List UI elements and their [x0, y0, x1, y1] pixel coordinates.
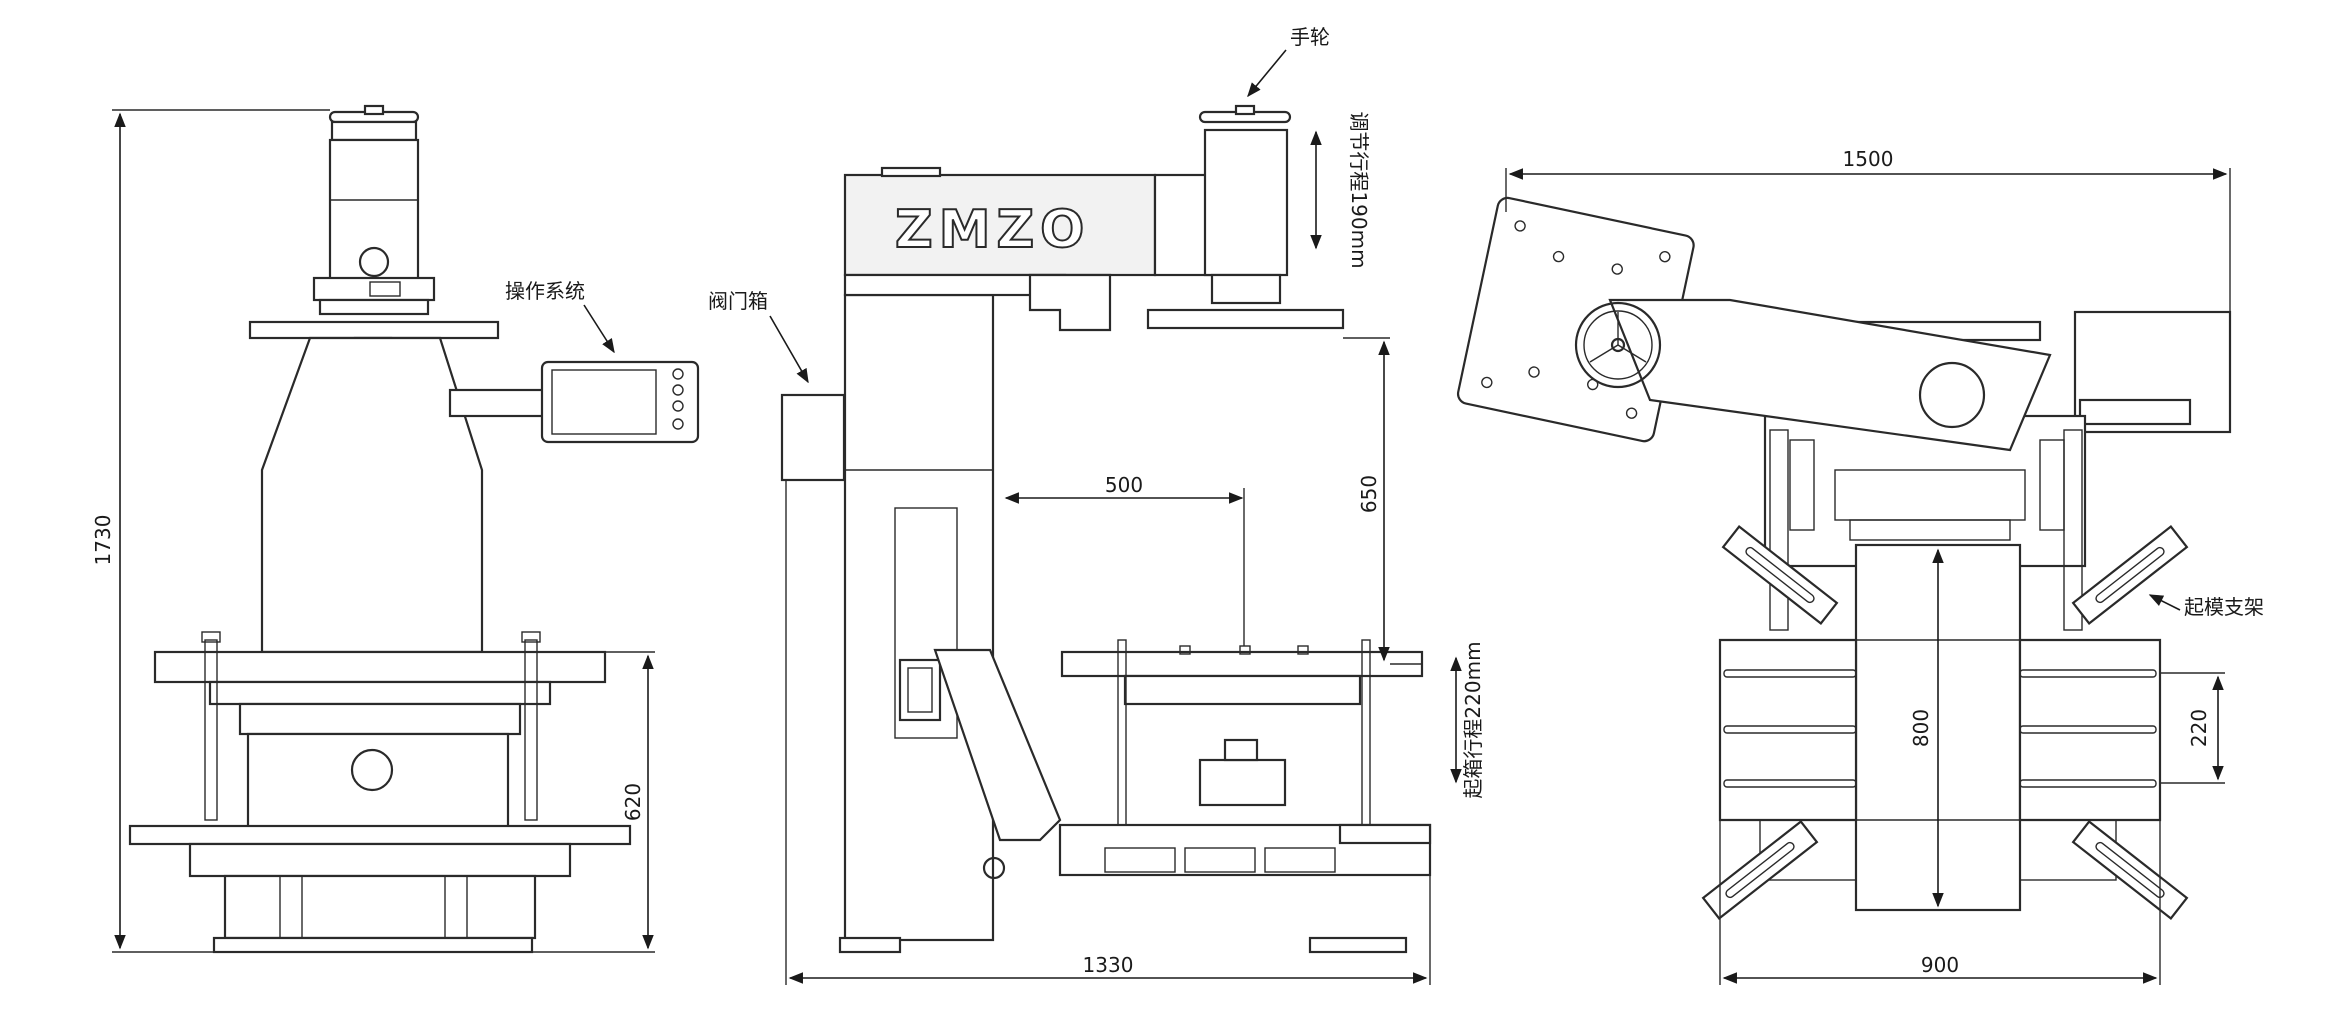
brand-logo: ZMZO	[895, 200, 1090, 260]
mold-lift-bracket	[1701, 525, 2189, 920]
dim-front-height: 1730	[91, 515, 115, 566]
label-adjust-stroke: 调节行程190mm	[1347, 111, 1371, 268]
front-view: 1730 620 操作系统	[91, 104, 700, 954]
control-panel	[540, 360, 700, 444]
dim-side-width: 1330	[1083, 953, 1134, 977]
side-handwheel	[1198, 104, 1292, 124]
dim-top-table-width: 900	[1921, 953, 1959, 977]
dim-top-width: 1500	[1843, 147, 1894, 171]
front-gauge-icon	[358, 246, 390, 278]
dim-top-slot-pitch: 220	[2187, 709, 2211, 747]
label-control-system: 操作系统	[505, 279, 585, 303]
front-handwheel	[328, 104, 420, 124]
top-view: 1500 800 220 900 起模支架	[1456, 147, 2264, 985]
label-handwheel: 手轮	[1290, 25, 1330, 49]
label-mold-lift-bracket: 起模支架	[2184, 595, 2264, 619]
dim-side-reach: 500	[1105, 473, 1143, 497]
valve-box	[780, 393, 846, 482]
dim-side-head-height: 650	[1357, 475, 1381, 513]
top-handwheel	[1574, 301, 1662, 389]
dim-top-depth: 800	[1909, 709, 1933, 747]
dim-front-table-height: 620	[621, 783, 645, 821]
label-valve-box: 阀门箱	[708, 289, 768, 313]
label-box-lift-stroke: 起箱行程220mm	[1461, 641, 1485, 798]
side-view: ZMZO 500	[708, 25, 1485, 985]
